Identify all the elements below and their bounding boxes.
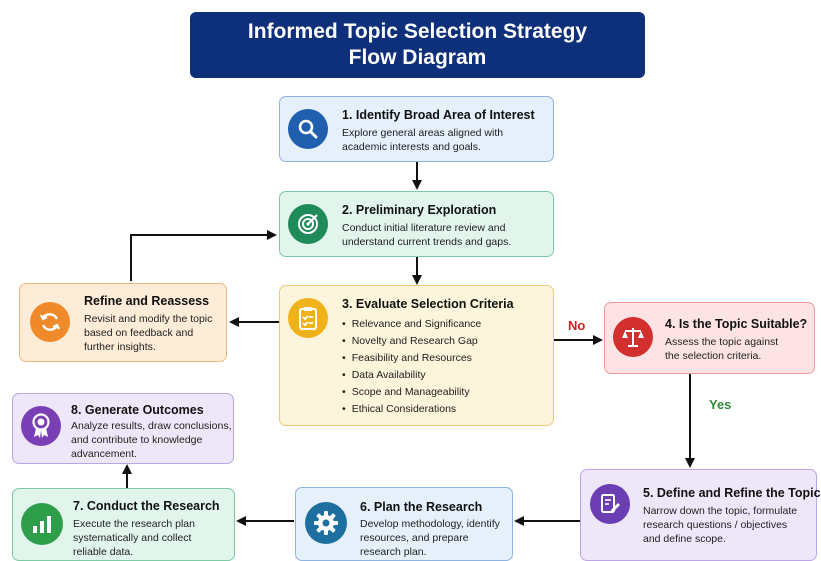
- step6-title: 6. Plan the Research: [360, 500, 483, 514]
- refresh-icon: [30, 302, 70, 342]
- diagram-title-banner: Informed Topic Selection Strategy Flow D…: [190, 12, 645, 78]
- criteria-item: Feasibility and Resources: [342, 350, 481, 367]
- edge-label-no: No: [568, 318, 586, 333]
- step4-title: 4. Is the Topic Suitable?: [665, 317, 808, 331]
- node-step3-evaluate-criteria: 3. Evaluate Selection Criteria Relevance…: [279, 285, 554, 426]
- node-step8-generate-outcomes: 8. Generate Outcomes Analyze results, dr…: [12, 393, 234, 464]
- node-step2-preliminary-exploration: 2. Preliminary Exploration Conduct initi…: [279, 191, 554, 257]
- step3-title: 3. Evaluate Selection Criteria: [342, 297, 514, 311]
- node-step4-topic-suitable: 4. Is the Topic Suitable? Assess the top…: [604, 302, 815, 374]
- node-step5-define-refine: 5. Define and Refine the Topic Narrow do…: [580, 469, 821, 561]
- criteria-list: Relevance and Significance Novelty and R…: [342, 316, 482, 418]
- criteria-item: Scope and Manageability: [342, 384, 481, 401]
- edge-label-yes: Yes: [709, 397, 732, 412]
- step8-description: Analyze results, draw conclusions,and co…: [71, 420, 232, 460]
- criteria-item: Ethical Considerations: [342, 401, 481, 418]
- bar-chart-icon: [21, 503, 63, 545]
- criteria-item: Novelty and Research Gap: [342, 333, 481, 350]
- node-step7-conduct-research: 7. Conduct the Research Execute the rese…: [12, 488, 235, 561]
- step5-title: 5. Define and Refine the Topic: [643, 486, 821, 500]
- diagram-title-line2: Flow Diagram: [348, 46, 487, 69]
- node-step1-identify-area: 1. Identify Broad Area of Interest Explo…: [279, 96, 554, 162]
- step7-title: 7. Conduct the Research: [73, 499, 220, 513]
- criteria-item: Relevance and Significance: [342, 316, 482, 333]
- step1-title: 1. Identify Broad Area of Interest: [342, 108, 535, 122]
- award-badge-icon: [21, 406, 61, 446]
- arrow-refine-to-step2: [130, 230, 277, 281]
- refine-title: Refine and Reassess: [84, 294, 210, 308]
- target-icon: [288, 204, 328, 244]
- diagram-title-line1: Informed Topic Selection Strategy: [247, 20, 588, 43]
- search-icon: [288, 109, 328, 149]
- clipboard-checklist-icon: [288, 298, 328, 338]
- scales-icon: [613, 317, 653, 357]
- node-step6-plan-research: 6. Plan the Research Develop methodology…: [295, 487, 513, 561]
- criteria-item: Data Availability: [342, 367, 481, 384]
- node-refine-reassess: Refine and Reassess Revisit and modify t…: [19, 283, 227, 362]
- gear-icon: [305, 502, 347, 544]
- edit-document-icon: [590, 484, 630, 524]
- step2-title: 2. Preliminary Exploration: [342, 203, 497, 217]
- step8-title: 8. Generate Outcomes: [71, 403, 204, 417]
